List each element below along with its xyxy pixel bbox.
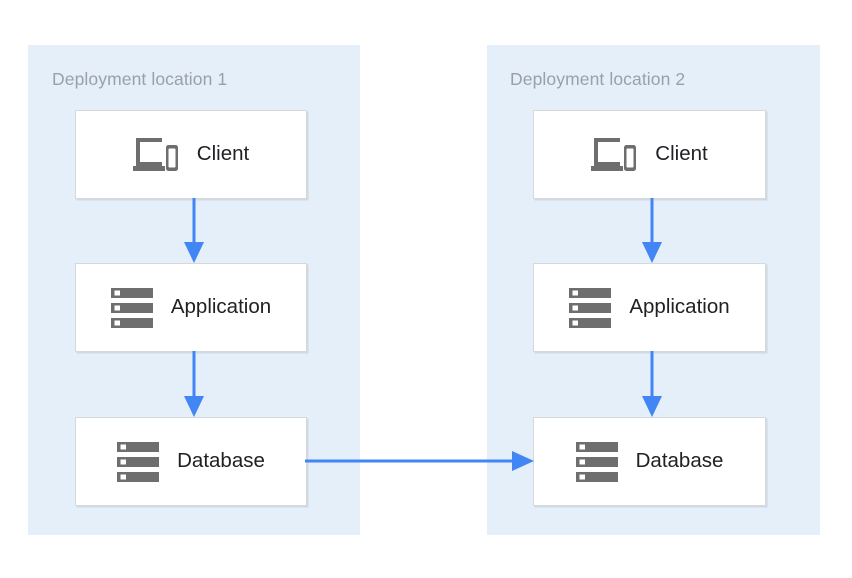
arrow-application-2-to-database-2 <box>642 351 662 417</box>
node-client-1[interactable]: Client <box>75 110 307 199</box>
deployment-zone-1-label: Deployment location 1 <box>52 69 228 89</box>
arrow-client-2-to-application-2 <box>642 198 662 263</box>
client-devices-icon <box>132 136 179 174</box>
node-database-2-label: Database <box>635 449 724 473</box>
node-client-2[interactable]: Client <box>533 110 766 199</box>
server-stack-icon <box>569 287 612 328</box>
node-database-1[interactable]: Database <box>75 417 307 506</box>
client-devices-icon <box>591 136 637 174</box>
server-stack-icon <box>117 441 160 482</box>
node-client-1-label: Client <box>196 142 250 166</box>
node-database-1-label: Database <box>177 449 265 473</box>
node-application-2-content: Application <box>569 287 730 328</box>
node-application-1[interactable]: Application <box>75 263 307 352</box>
node-application-1-content: Application <box>110 287 272 328</box>
node-application-2-label: Application <box>629 295 730 319</box>
node-database-1-content: Database <box>117 441 265 482</box>
deployment-zone-2-label: Deployment location 2 <box>510 69 686 89</box>
arrow-application-1-to-database-1 <box>184 351 204 417</box>
arrow-database-1-to-database-2 <box>305 451 534 471</box>
node-database-2[interactable]: Database <box>533 417 766 506</box>
node-application-2[interactable]: Application <box>533 263 766 352</box>
node-database-2-content: Database <box>575 441 724 482</box>
node-client-1-content: Client <box>132 136 250 174</box>
node-application-1-label: Application <box>170 295 272 319</box>
node-client-2-content: Client <box>591 136 708 174</box>
node-client-2-label: Client <box>655 142 708 166</box>
arrow-client-1-to-application-1 <box>184 198 204 263</box>
server-stack-icon <box>110 287 153 328</box>
server-stack-icon <box>575 441 618 482</box>
